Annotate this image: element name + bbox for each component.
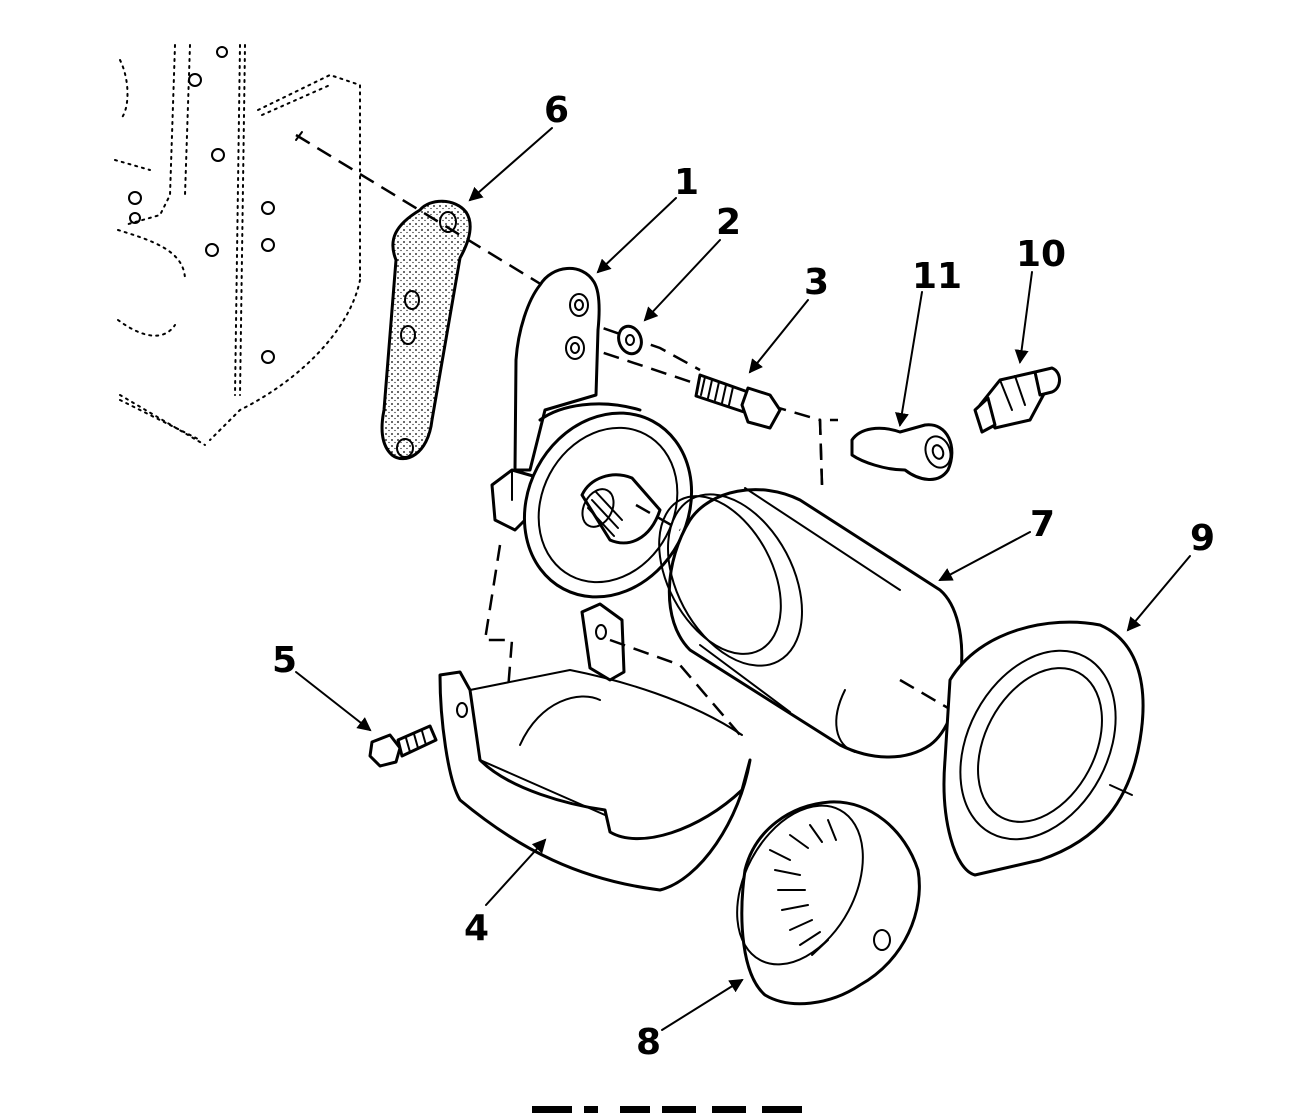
callout-11: 11 [912, 256, 962, 297]
callout-labels: 6 1 2 3 11 10 7 9 5 4 8 [272, 90, 1215, 1063]
leader-4 [485, 838, 547, 906]
part-8-filter-element [736, 800, 921, 1006]
part-1-filter-head-bracket [490, 266, 694, 599]
leader-1 [596, 197, 677, 274]
leader-5 [295, 671, 372, 732]
leader-9 [1126, 555, 1191, 632]
callout-leaders [295, 127, 1191, 1031]
leader-8 [661, 978, 744, 1031]
callout-10: 10 [1016, 234, 1066, 275]
part-3-bolt [694, 373, 782, 430]
part-5-screw [368, 724, 438, 768]
leader-10 [1014, 271, 1033, 364]
part-9-seal-ring [942, 620, 1145, 877]
callout-8: 8 [636, 1022, 661, 1063]
assembly-centerline-lower [483, 503, 681, 691]
part-10-plug [973, 366, 1061, 434]
leader-3 [748, 299, 809, 374]
part-2-washer [617, 324, 643, 356]
callout-4: 4 [464, 908, 489, 949]
part-6-gasket-plate [380, 199, 472, 461]
leader-7 [938, 531, 1031, 581]
part-4-cradle-bracket [438, 602, 752, 892]
callout-6: 6 [544, 90, 569, 131]
part-11-elbow-fitting [850, 423, 954, 481]
leader-11 [895, 291, 923, 427]
callout-3: 3 [804, 262, 829, 303]
callout-5: 5 [272, 640, 297, 681]
callout-1: 1 [674, 162, 699, 203]
callout-7: 7 [1030, 504, 1055, 545]
engine-block-outline [114, 44, 361, 446]
cropped-caption-fragment [532, 1106, 802, 1113]
callout-2: 2 [716, 202, 741, 243]
leader-6 [468, 127, 553, 202]
callout-9: 9 [1190, 518, 1215, 559]
leader-2 [643, 239, 721, 322]
